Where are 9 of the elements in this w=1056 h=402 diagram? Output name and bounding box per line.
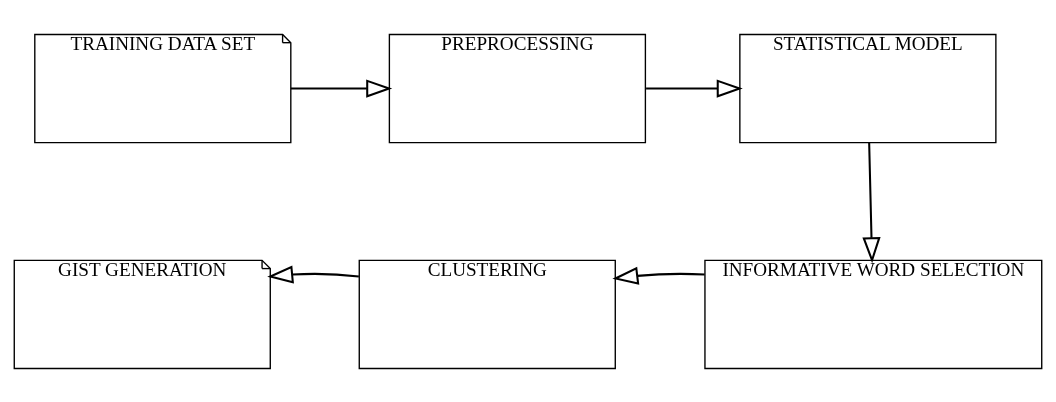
node-box: PREPROCESSING (388, 33, 647, 143)
node-box: STATISTICAL MODEL (739, 33, 997, 143)
arrow (612, 266, 705, 285)
arrow (290, 78, 393, 98)
node-box: CLUSTERING (358, 259, 616, 369)
arrow (267, 264, 359, 284)
arrow (862, 142, 881, 263)
node-box: INFORMATIVE WORD SELECTION (704, 259, 1043, 369)
arrow (646, 78, 743, 98)
